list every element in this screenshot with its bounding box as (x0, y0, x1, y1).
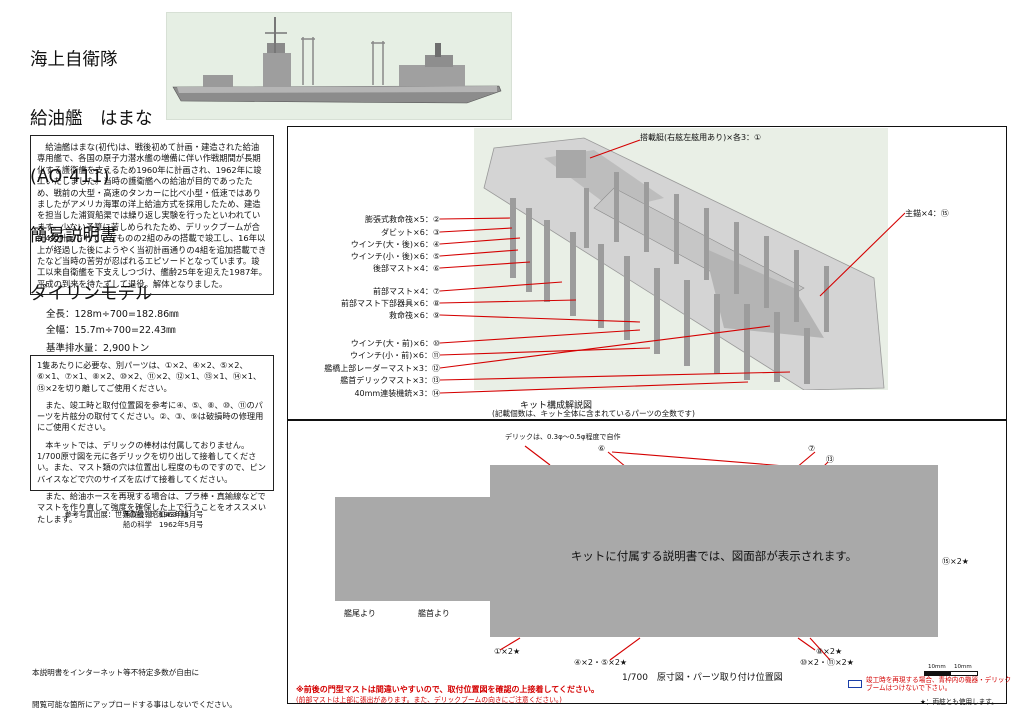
scale-bar (924, 671, 978, 676)
legend-star-text: ★：両舷とも使用します。 (920, 698, 998, 706)
web-notice-line: 本説明書をインターネット等不特定多数が自由に (32, 668, 200, 677)
note-position: また、竣工時と取付位置図を参考に④、⑤、⑧、⑩、⑪のパーツを片舷分の取付てくださ… (37, 399, 264, 433)
callout-8: ⑧×2★ (816, 647, 843, 656)
drawing-placeholder-area (490, 465, 938, 637)
spec-beam: 全幅：15.7m÷700=22.43㎜ (46, 325, 176, 336)
callout-10-11: ⑩×2・⑪×2★ (800, 658, 854, 667)
label-anchor: 主錨×4：⑮ (905, 209, 949, 218)
reference-item: 世界の船 昭和43年版 (114, 510, 189, 519)
history-description: 給油艦はまな(初代)は、戦後初めて計画・建造された給油専用艦で、各国の原子力潜水… (30, 135, 274, 295)
history-text: 給油艦はまな(初代)は、戦後初めて計画・建造された給油専用艦で、各国の原子力潜水… (37, 142, 267, 289)
scale-label-2: 10mm (954, 664, 972, 670)
kit-sprue-illustration (483, 137, 885, 391)
drawing-placeholder-left (335, 497, 495, 601)
callout-4-5: ④×2・⑤×2★ (574, 658, 628, 667)
label-part-7: 前部マスト×4：⑦ (373, 287, 440, 296)
label-part-11: ウインチ(小・前)×6：⑪ (349, 351, 440, 360)
warning-note: ※前後の門型マストは間違いやすいので、取付位置図を確認の上接着してください。 (… (296, 685, 599, 705)
label-part-5: ウインチ(小・後)×6：⑤ (350, 252, 440, 261)
callout-15: ⑮×2★ (942, 557, 969, 566)
label-part-4: ウインチ(大・後)×6：④ (350, 240, 440, 249)
reference-item: 浦賀技報 1963年3月号 (123, 510, 204, 519)
reference-item: 船の科学 1962年5月号 (123, 520, 204, 529)
label-part-8: 前部マスト下部器具×6：⑧ (341, 299, 440, 308)
label-part-12: 艦橋上部レーダーマスト×3：⑫ (324, 364, 440, 373)
warning-line-2: (前部マストは上部に張出があります。また、デリックブームの向きにご注意ください。… (296, 696, 562, 704)
label-part-6: 後部マスト×4：⑥ (373, 264, 440, 273)
legend-blue-box-text: 竣工時を再現する場合、青枠内の機器・デリックブームはつけないで下さい。 (866, 676, 1012, 693)
label-boats: 搭載艇(右舷左舷用あり)×各3：① (640, 133, 762, 142)
title-line-hull: (AO-411) (30, 167, 110, 187)
spec-displacement: 基準排水量：2,900トン (46, 343, 150, 354)
derrick-note: デリックは、0.3φ～0.5φ程度で自作 (505, 433, 621, 441)
kit-parts-frame (287, 126, 1007, 420)
assembly-notes: 1隻あたりに必要な、別パーツは、①×2、④×2、⑤×2、⑥×1、⑦×1、⑧×2、… (30, 355, 274, 524)
label-part-2: 膨張式救命筏×5：② (365, 215, 440, 224)
references-label: 参考写真出展： (64, 510, 115, 519)
label-part-9: 救命筏×6：⑨ (389, 311, 440, 320)
note-parts: 1隻あたりに必要な、別パーツは、①×2、④×2、⑤×2、⑥×1、⑦×1、⑧×2、… (37, 360, 262, 393)
callout-13: ⑬ (826, 455, 834, 464)
label-part-10: ウインチ(大・前)×6：⑩ (350, 339, 440, 348)
drawing-placeholder-text: キットに付属する説明書では、図面部が表示されます。 (570, 549, 858, 563)
callout-1: ①×2★ (494, 647, 521, 656)
title-line-ship: 給油艦 はまな (30, 108, 153, 129)
label-part-14: 40mm連装機銃×3：⑭ (354, 389, 440, 398)
stern-view-label: 艦尾より (344, 609, 376, 618)
label-part-13: 艦首デリックマスト×3：⑬ (340, 376, 440, 385)
drawing-caption: 1/700 原寸図・パーツ取り付け位置図 (622, 673, 783, 683)
scale-label-1: 10mm (928, 664, 946, 670)
kit-parts-render (474, 128, 888, 391)
kit-subcaption: (記載個数は、キット全体に含まれているパーツの全数です) (492, 409, 695, 418)
label-part-3: ダビット×6：③ (381, 228, 440, 237)
spec-length: 全長：128m÷700=182.86㎜ (46, 309, 179, 320)
note-hose: また、給油ホースを再現する場合は、プラ棒・真鍮線などでマストを作り直して強度を確… (37, 490, 267, 524)
blue-box-legend-icon (848, 680, 862, 688)
bow-view-label: 艦首より (418, 609, 450, 618)
drawing-frame (287, 420, 1007, 704)
web-notice-line: 閲覧可能な箇所にアップロードする事はしないでください。 (32, 699, 237, 709)
web-notice: 本説明書をインターネット等不特定多数が自由に 閲覧可能な箇所にアップロードする事… (32, 647, 237, 721)
title-line-manual: 簡易説明書 (30, 225, 118, 246)
callout-7: ⑦ (808, 444, 816, 453)
title-line-jmsdf: 海上自衛隊 (30, 50, 118, 70)
photo-references: 参考写真出展：世界の船 昭和43年版 (60, 500, 189, 520)
ship-side-view (172, 17, 502, 104)
callout-6: ⑥ (598, 444, 606, 453)
warning-line-1: ※前後の門型マストは間違いやすいので、取付位置図を確認の上接着してください。 (296, 685, 599, 694)
ship-render-image (166, 12, 512, 120)
note-derrick: 本キットでは、デリックの棒材は付属しておりません。1/700原寸図を元に各デリッ… (37, 439, 266, 484)
kit-caption: キット構成解説図 (520, 401, 593, 411)
